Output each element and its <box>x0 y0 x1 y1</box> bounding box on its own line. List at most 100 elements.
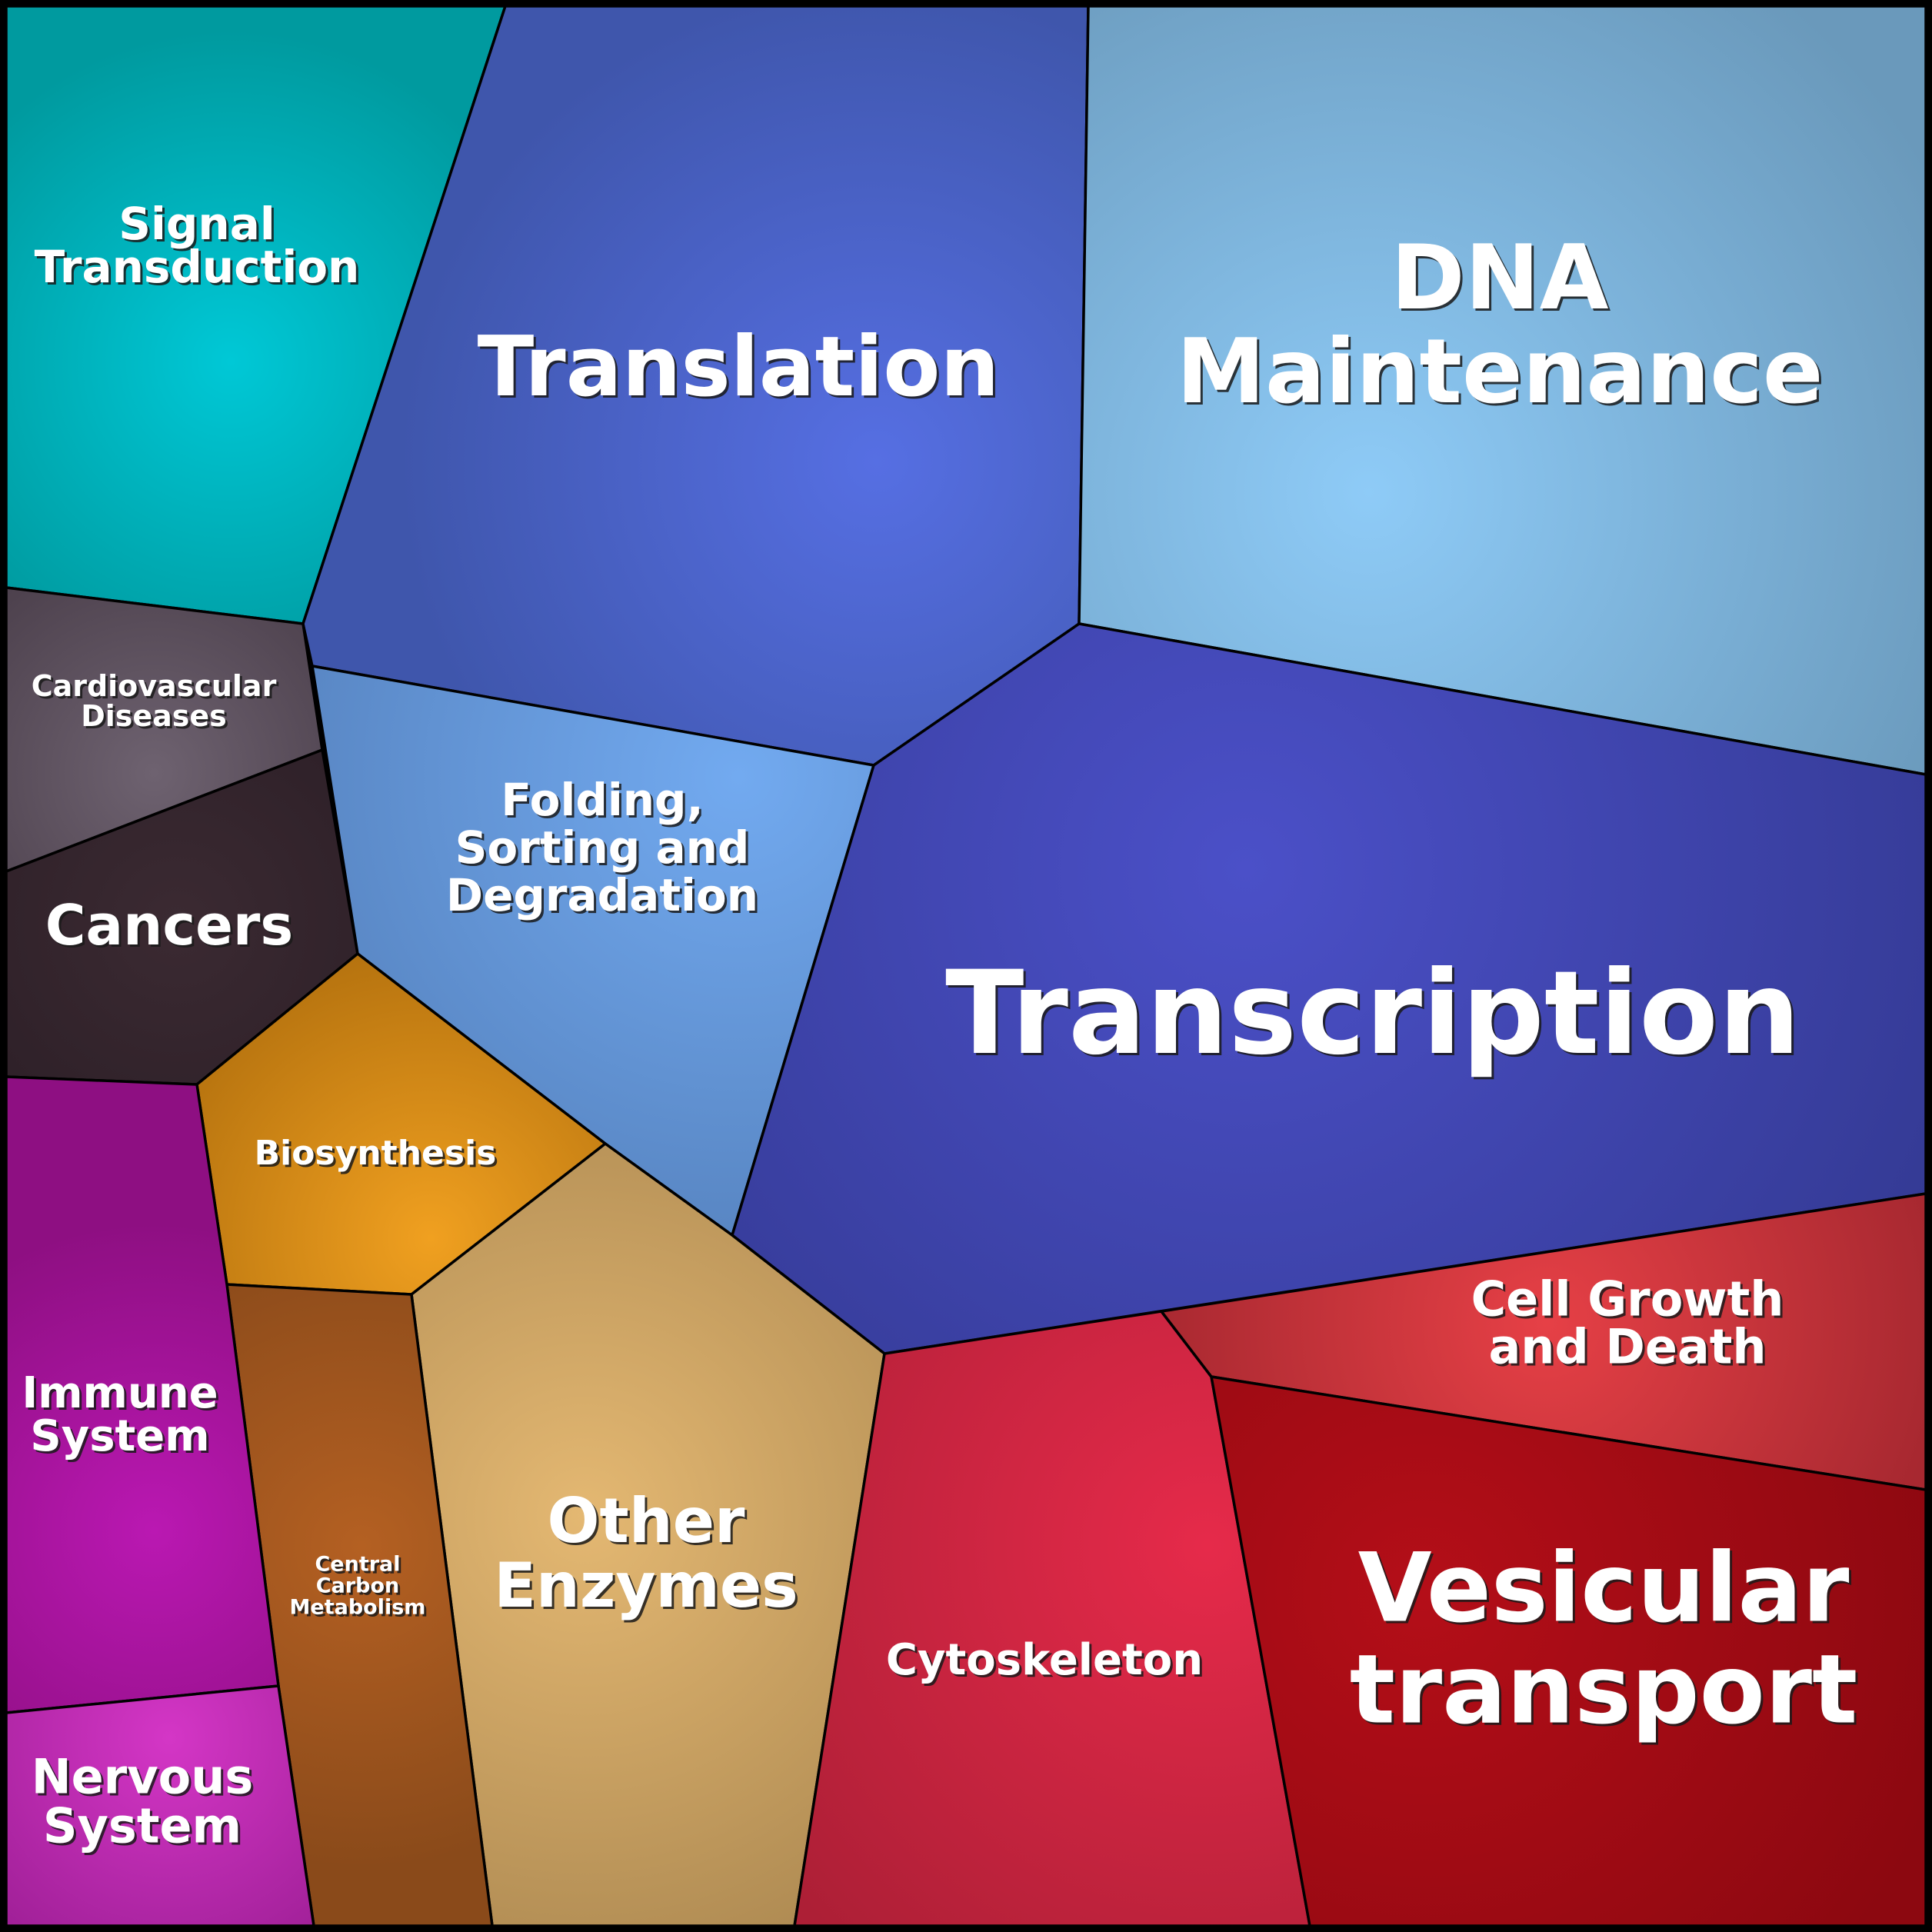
label-line: Nervous <box>34 1750 256 1807</box>
label-line: Sorting and <box>455 821 750 874</box>
label-line: Immune <box>24 1371 220 1421</box>
label-line: Transcription <box>945 947 1800 1081</box>
label-line: Other <box>550 1487 748 1559</box>
label-line: Biosynthesis <box>255 1134 497 1173</box>
label-line: Cell Growth <box>1471 1271 1784 1327</box>
label-line: DNA <box>1391 226 1608 330</box>
label-line: Transcription <box>948 949 1803 1083</box>
label-line: Cancers <box>45 893 294 958</box>
svg-text:Translation: Translation <box>478 319 1000 415</box>
label-line: Immune <box>22 1368 218 1418</box>
label-line: Diseases <box>81 699 227 733</box>
label-line: Maintenance <box>1176 320 1823 424</box>
label-line: Folding, <box>501 774 703 826</box>
label-line: Central <box>317 1555 402 1579</box>
label-line: Vesicular <box>1361 1536 1852 1647</box>
label-line: Biosynthesis <box>257 1136 499 1175</box>
label-line: and Death <box>1491 1321 1768 1377</box>
label-line: Cardiovascular <box>34 671 279 705</box>
label-line: Cytoskeleton <box>886 1635 1203 1685</box>
label-line: Folding, <box>503 776 705 828</box>
label-line: Signal <box>121 200 277 252</box>
label-line: Carbon <box>316 1574 399 1598</box>
label-line: DNA <box>1393 228 1611 332</box>
label-line: Transduction <box>37 243 362 295</box>
svg-text:Transcription: Transcription <box>948 949 1803 1083</box>
label-line: System <box>43 1797 242 1854</box>
label-line: Transduction <box>35 241 360 293</box>
label-line: Degradation <box>448 871 761 924</box>
svg-text:Cytoskeleton: Cytoskeleton <box>886 1635 1203 1685</box>
svg-text:Transcription: Transcription <box>945 947 1800 1081</box>
svg-text:Translation: Translation <box>480 321 1002 418</box>
label-line: Central <box>315 1553 400 1577</box>
label-line: Sorting and <box>458 824 752 876</box>
label-line: System <box>45 1800 244 1856</box>
label-line: Maintenance <box>1178 322 1825 426</box>
label-line: Other <box>548 1485 745 1557</box>
label-line: Nervous <box>32 1748 254 1804</box>
label-line: transport <box>1352 1637 1860 1748</box>
svg-text:Cytoskeleton: Cytoskeleton <box>888 1637 1205 1687</box>
svg-text:Cancers: Cancers <box>48 895 296 960</box>
label-line: Metabolism <box>292 1598 428 1622</box>
label-line: Cardiovascular <box>32 669 277 703</box>
label-line: Metabolism <box>290 1596 426 1620</box>
label-line: Diseases <box>83 701 229 735</box>
svg-text:Biosynthesis: Biosynthesis <box>257 1136 499 1175</box>
label-line: Carbon <box>318 1577 401 1601</box>
label-line: Enzymes <box>494 1550 798 1621</box>
label-line: Translation <box>480 321 1002 418</box>
label-line: Cytoskeleton <box>888 1637 1205 1687</box>
label-line: Degradation <box>446 869 758 921</box>
label-line: System <box>30 1411 209 1461</box>
label-line: transport <box>1350 1635 1858 1746</box>
label-line: Enzymes <box>496 1552 801 1624</box>
svg-text:Cancers: Cancers <box>45 893 294 958</box>
label-line: System <box>32 1414 212 1464</box>
label-line: Cell Growth <box>1474 1273 1787 1329</box>
label-line: Vesicular <box>1358 1534 1850 1644</box>
svg-text:Biosynthesis: Biosynthesis <box>255 1134 497 1173</box>
label-line: Cancers <box>48 895 296 960</box>
label-line: Translation <box>478 319 1000 415</box>
label-line: Signal <box>118 198 275 250</box>
